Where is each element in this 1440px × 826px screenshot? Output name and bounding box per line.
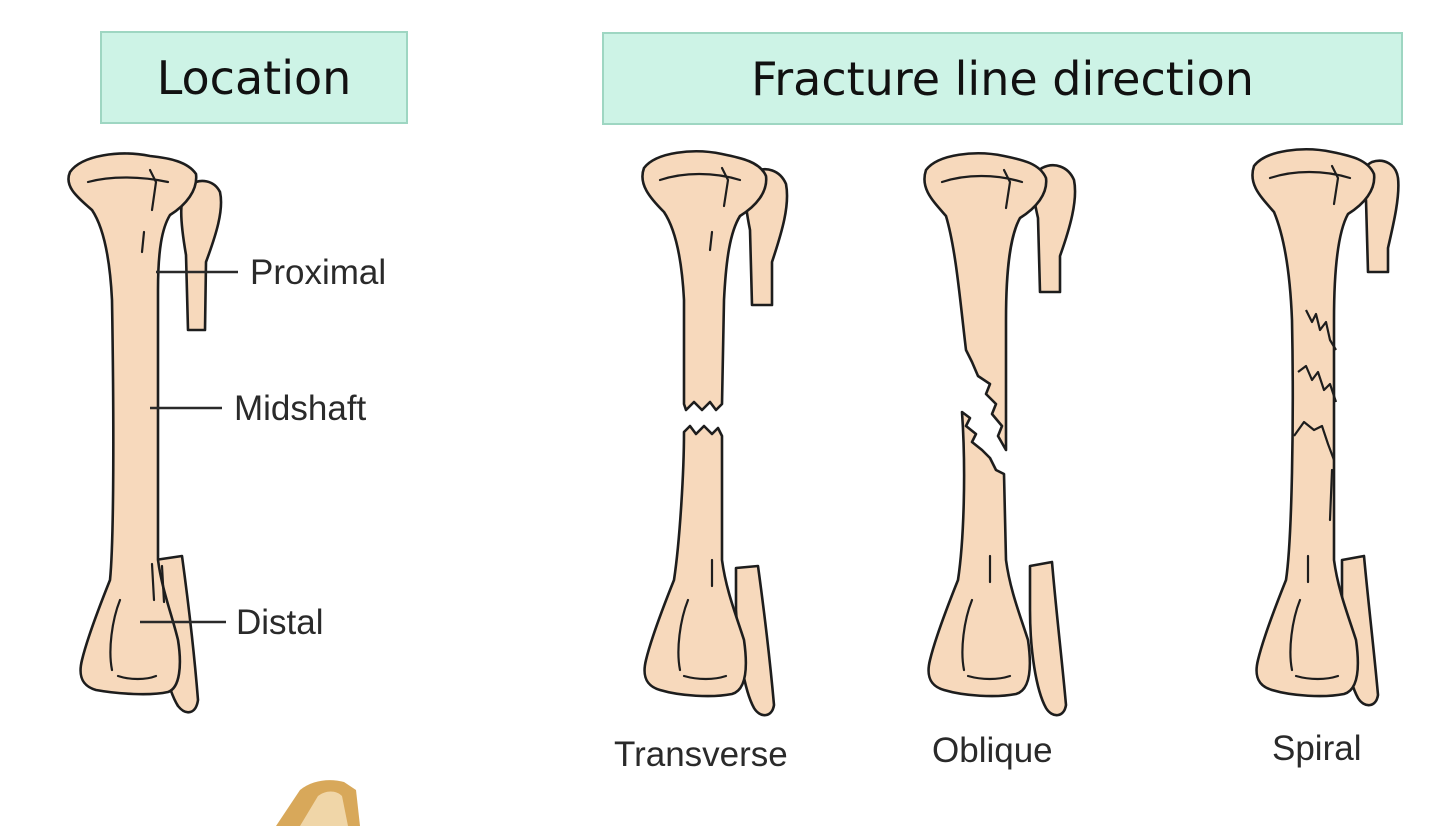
transverse-fracture-bone: Transverse [614, 150, 789, 774]
oblique-fracture-bone: Oblique [923, 152, 1077, 770]
oblique-label: Oblique [932, 731, 1053, 770]
fracture-direction-heading-box: Fracture line direction [602, 32, 1403, 125]
location-heading: Location [156, 50, 352, 105]
partial-bone-image-fragment [276, 780, 360, 826]
spiral-label: Spiral [1272, 729, 1361, 768]
fracture-direction-heading: Fracture line direction [751, 51, 1254, 106]
location-bone: Proximal Midshaft Distal [67, 152, 386, 714]
transverse-label: Transverse [614, 735, 788, 774]
location-heading-box: Location [100, 31, 408, 124]
proximal-label: Proximal [250, 253, 386, 292]
spiral-fracture-bone: Spiral [1251, 148, 1400, 768]
distal-label: Distal [236, 603, 324, 642]
midshaft-label: Midshaft [234, 389, 367, 428]
